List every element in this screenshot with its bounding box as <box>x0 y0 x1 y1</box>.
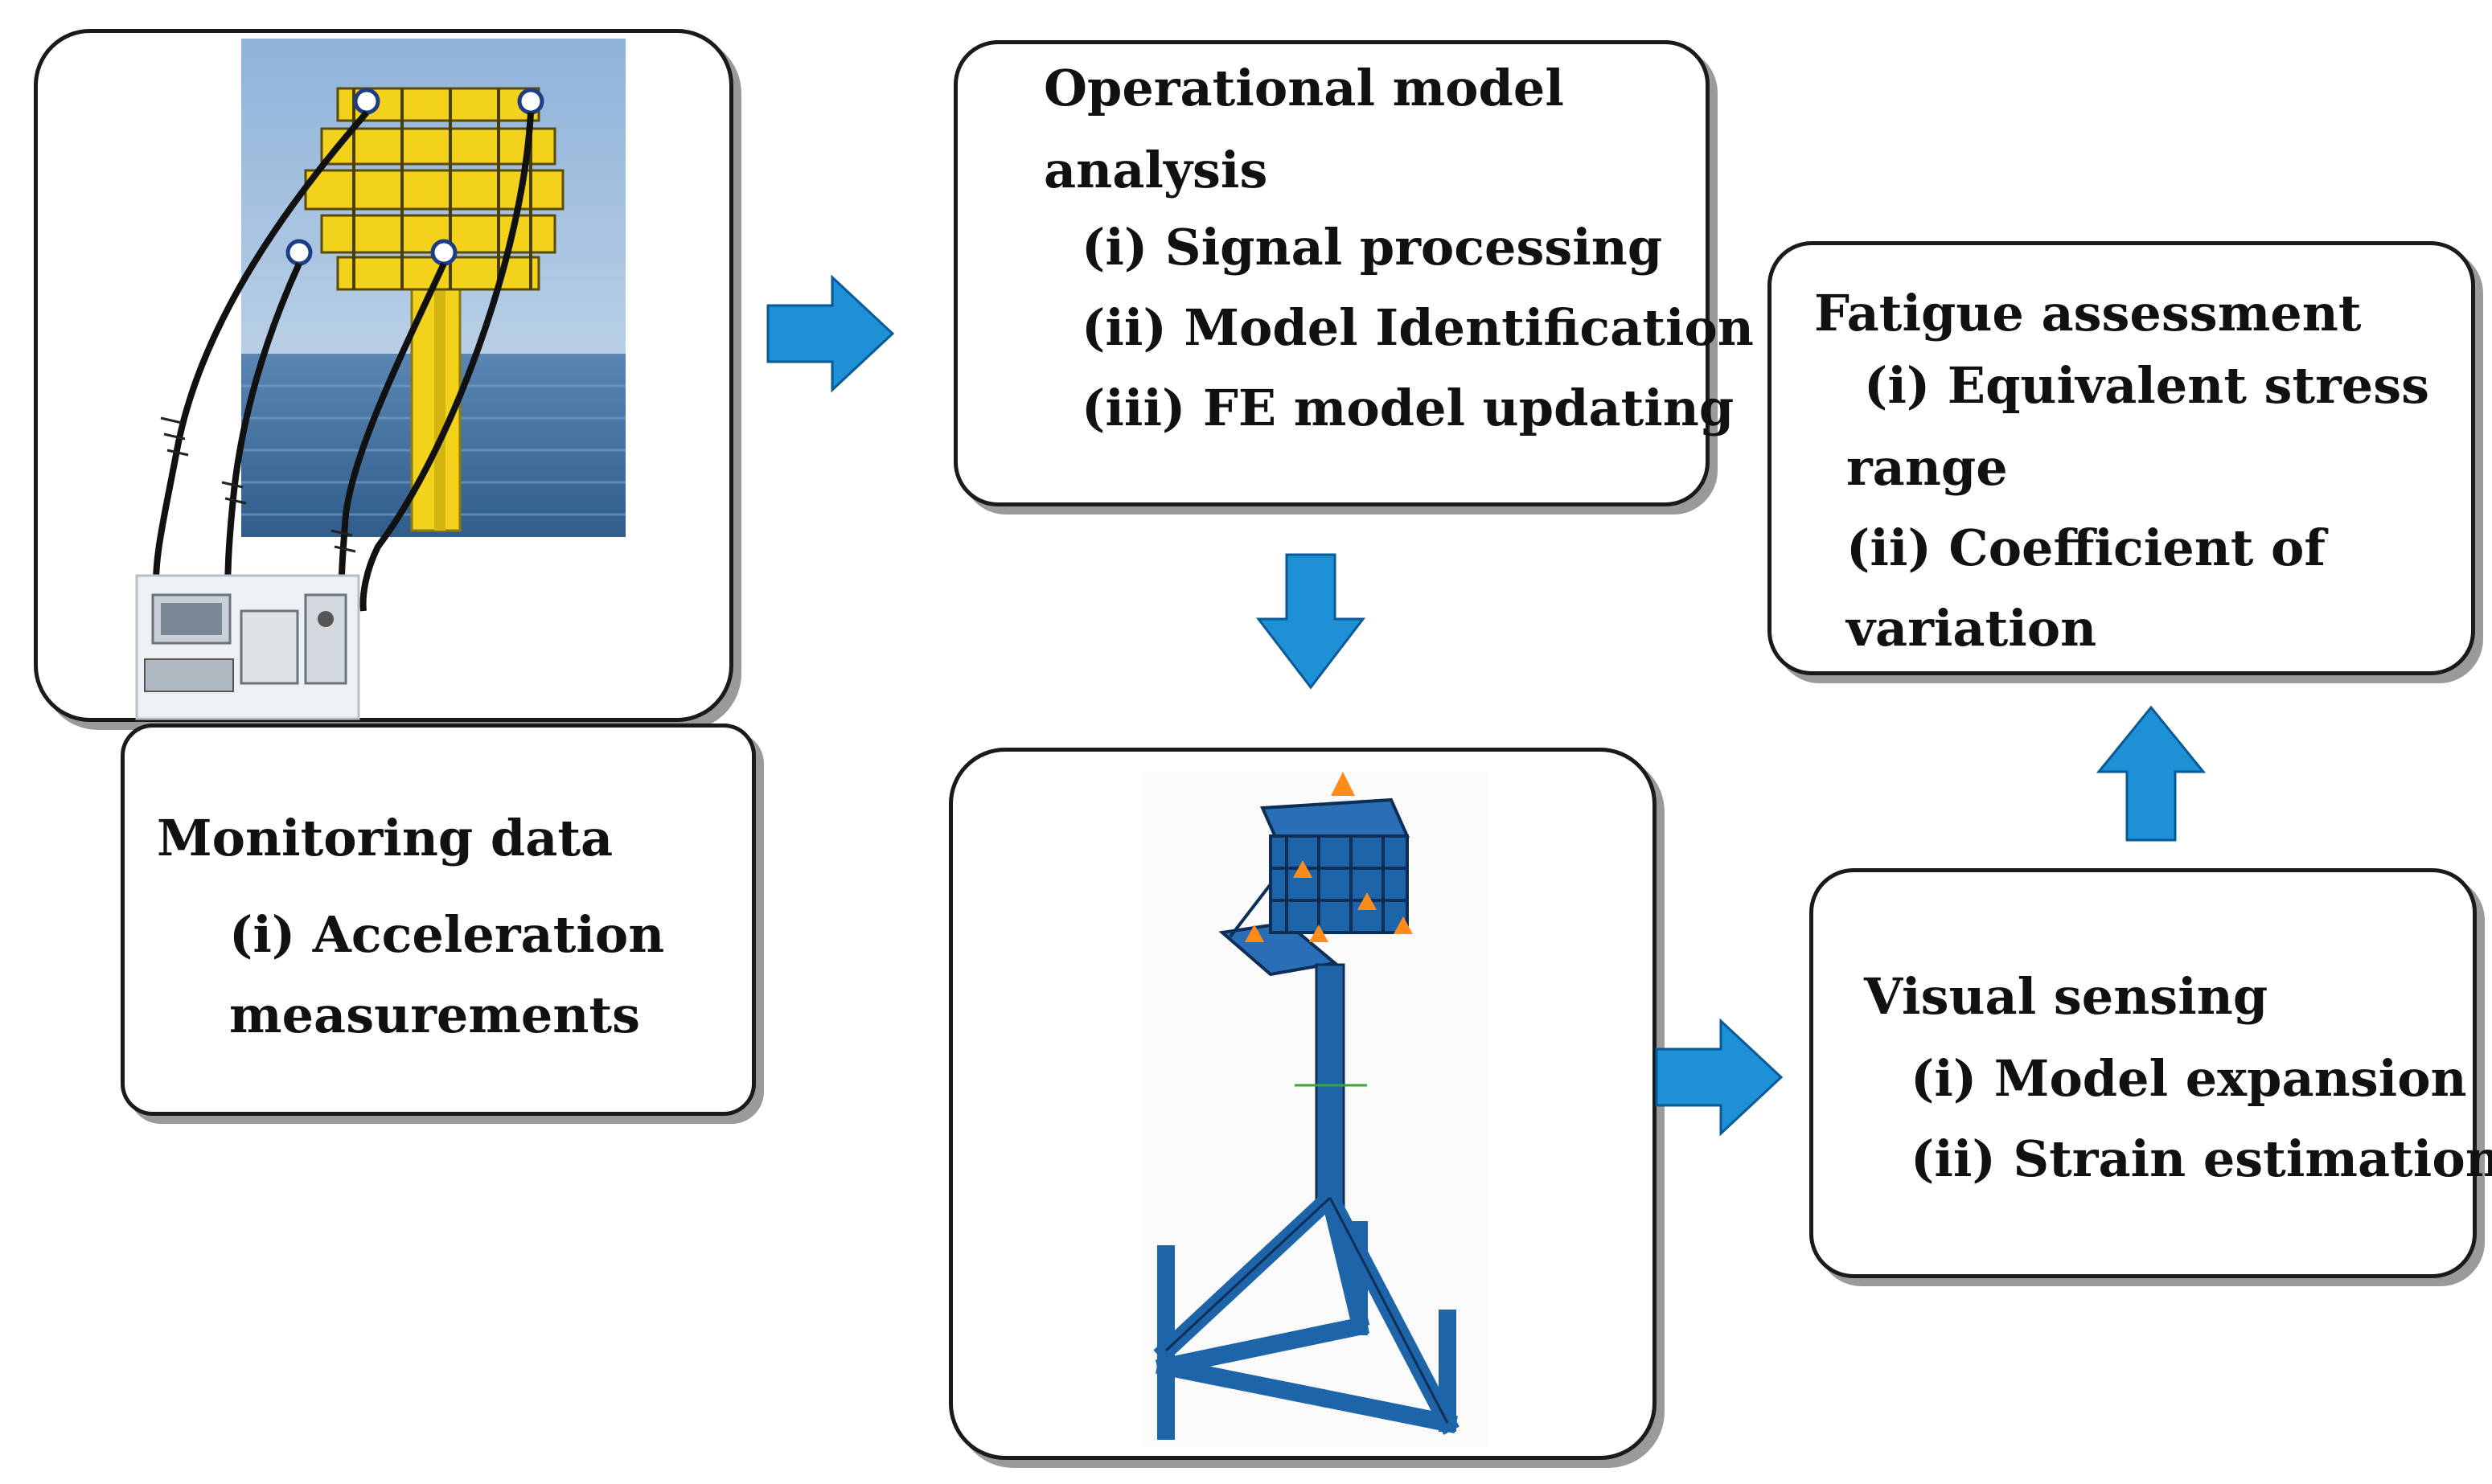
arrow-up-icon <box>2096 705 2207 842</box>
fatigue-title: Fatigue assessment <box>1814 284 2362 342</box>
oma-item-1: (i) Signal processing <box>1082 218 1663 277</box>
arrow-right-2-icon <box>1655 1018 1784 1137</box>
oma-title-line2: analysis <box>1044 141 1268 199</box>
visual-item-1: (i) Model expansion <box>1911 1049 2467 1108</box>
oma-item-2: (ii) Model Identification <box>1082 298 1754 357</box>
arrow-right-1-icon <box>766 274 895 393</box>
fatigue-item-2b: variation <box>1846 599 2097 658</box>
monitoring-data-box <box>121 724 756 1116</box>
visual-sensing-box <box>1809 868 2477 1278</box>
monitoring-item-1a: (i) Acceleration <box>229 905 665 964</box>
oma-item-3: (iii) FE model updating <box>1082 379 1735 437</box>
offshore-platform-illustration <box>135 39 626 720</box>
oma-title-line1: Operational model <box>1044 59 1564 117</box>
block-arrow-icon <box>766 274 2207 1137</box>
fatigue-assessment-box <box>1767 241 2475 675</box>
arrow-down-icon <box>1255 553 1366 690</box>
monitoring-title: Monitoring data <box>157 809 614 867</box>
fe-model-illustration <box>1142 772 1488 1447</box>
fatigue-item-1b: range <box>1846 438 2008 497</box>
monitoring-item-1b: measurements <box>229 986 640 1044</box>
visual-item-2: (ii) Strain estimation <box>1911 1129 2492 1188</box>
visual-title: Visual sensing <box>1864 967 2268 1026</box>
fatigue-item-1a: (i) Equivalent stress <box>1864 356 2430 415</box>
operational-model-analysis-box <box>954 40 1710 506</box>
fatigue-item-2a: (ii) Coefficient of <box>1846 519 2326 577</box>
